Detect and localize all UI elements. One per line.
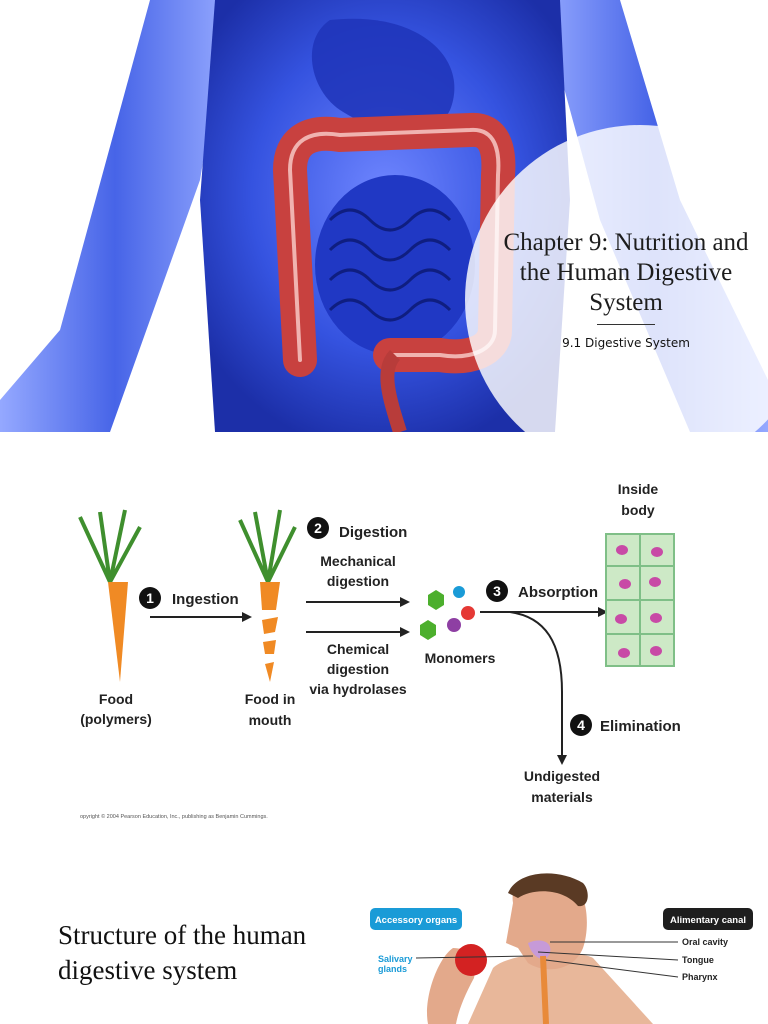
structure-title: Structure of the human digestive system: [58, 920, 307, 985]
food-in-mouth-label-1: Food in: [245, 691, 296, 707]
tongue-label: Tongue: [682, 955, 714, 965]
food-in-mouth-label-2: mouth: [249, 712, 292, 728]
step-number-4: 4: [577, 717, 585, 733]
structure-slide: Structure of the human digestive system …: [0, 848, 768, 1024]
food-label-2: (polymers): [80, 711, 152, 727]
title-slide: Chapter 9: Nutrition and the Human Diges…: [0, 0, 768, 432]
ingestion-label: Ingestion: [172, 591, 239, 608]
whole-carrot-icon: [78, 509, 142, 682]
step-badge-4: [570, 714, 592, 736]
salivary-glands-label-2: glands: [378, 964, 407, 974]
digestion-process-slide: 1 2 3 4 Ingestion Digestion Mechanical d…: [0, 432, 768, 848]
body-cells-icon: [605, 533, 675, 667]
mechanical-label-2: digestion: [327, 573, 389, 589]
step-number-3: 3: [493, 583, 501, 599]
alimentary-canal-tag: [663, 908, 753, 930]
chemical-label-1: Chemical: [327, 641, 389, 657]
alimentary-canal-label: Alimentary canal: [670, 915, 746, 926]
monomers-label: Monomers: [425, 650, 496, 666]
accessory-organs-label: Accessory organs: [375, 915, 457, 926]
salivary-glands-label-1: Salivary: [378, 954, 413, 964]
accessory-organs-tag: [370, 908, 462, 930]
title-divider: [597, 324, 655, 325]
apple-icon: [455, 944, 487, 976]
title-block: Chapter 9: Nutrition and the Human Diges…: [500, 228, 752, 350]
monomer-molecules-icon: [420, 586, 475, 640]
step-badge-3: [486, 580, 508, 602]
human-head-illustration: Accessory organs Alimentary canal Saliva…: [370, 873, 753, 1024]
copyright-text: opyright © 2004 Pearson Education, Inc.,…: [80, 813, 268, 820]
mechanical-label-1: Mechanical: [320, 553, 395, 569]
digestive-anatomy-illustration: [0, 0, 768, 432]
step-number-1: 1: [146, 590, 154, 606]
chemical-label-2: digestion: [327, 661, 389, 677]
digestion-process-diagram: 1 2 3 4 Ingestion Digestion Mechanical d…: [78, 481, 681, 820]
elimination-label: Elimination: [600, 718, 681, 735]
absorption-label: Absorption: [518, 584, 598, 601]
chewed-carrot-icon: [238, 509, 297, 682]
slide-title: Chapter 9: Nutrition and the Human Diges…: [503, 229, 749, 316]
step-number-2: 2: [314, 520, 322, 536]
oral-cavity-label: Oral cavity: [682, 937, 728, 947]
inside-body-label-2: body: [621, 502, 655, 518]
inside-body-label-1: Inside: [618, 481, 659, 497]
step-badge-2: [307, 517, 329, 539]
step-badge-1: [139, 587, 161, 609]
pharynx-label: Pharynx: [682, 972, 718, 982]
slide-subtitle: 9.1 Digestive System: [562, 336, 690, 350]
digestion-label: Digestion: [339, 524, 407, 541]
undigested-label-1: Undigested: [524, 768, 600, 784]
food-label-1: Food: [99, 691, 133, 707]
undigested-label-2: materials: [531, 789, 593, 805]
chemical-label-3: via hydrolases: [309, 681, 406, 697]
